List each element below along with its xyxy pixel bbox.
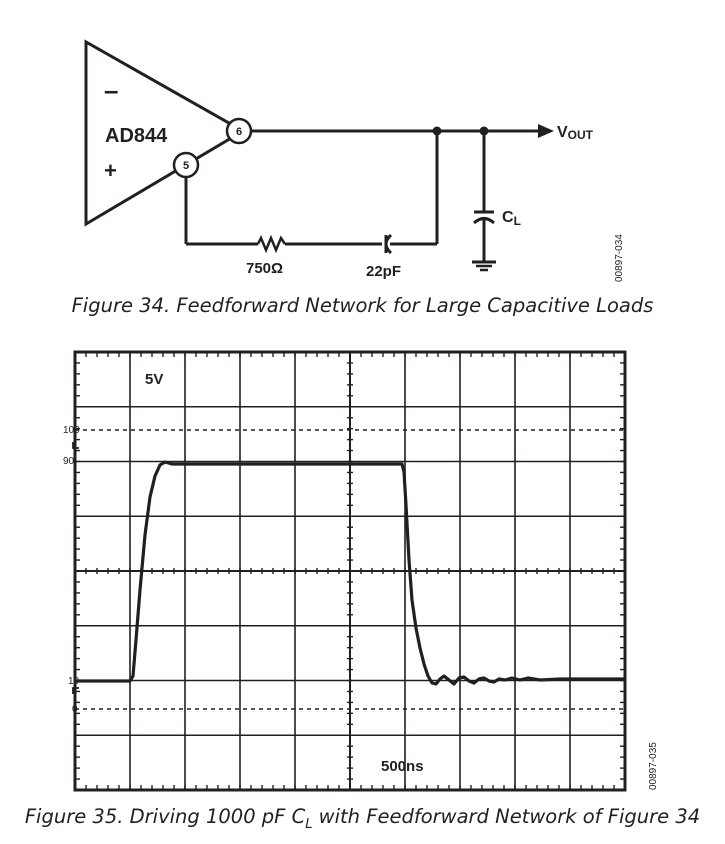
- load-capacitor-label: CL: [502, 209, 521, 228]
- circuit-diagram: [84, 39, 554, 272]
- vout-subscript: OUT: [568, 128, 594, 142]
- load-capacitor-subscript: L: [514, 214, 521, 228]
- scope-grid: [72, 350, 627, 792]
- scope-waveform: [75, 460, 624, 686]
- time-per-div: 500ns: [381, 758, 424, 775]
- figure35-code: 00897-035: [648, 742, 659, 790]
- marker-0-label: 0: [72, 704, 78, 715]
- figure35-caption-part2: with Feedforward Network of Figure 34: [312, 805, 701, 828]
- vout-label: VOUT: [557, 124, 594, 142]
- marker-10-label: 10: [68, 676, 80, 687]
- resistor-label: 750Ω: [246, 260, 283, 277]
- figure34-code: 00897-034: [614, 234, 625, 282]
- pin-6-circle: [225, 117, 253, 145]
- opamp-label: AD844: [105, 125, 168, 147]
- marker-90-label: 90: [63, 456, 75, 467]
- circuit-labels: – AD844 + 6 5 VOUT CL 750Ω 22pF 00897-03…: [104, 75, 625, 282]
- opamp-triangle: [84, 39, 246, 227]
- figure35-caption: Figure 35. Driving 1000 pF CL with Feedf…: [0, 805, 725, 832]
- figure35-caption-subscript: L: [305, 816, 313, 832]
- opamp-minus-sign: –: [104, 75, 118, 105]
- figure34-caption: Figure 34. Feedforward Network for Large…: [71, 294, 654, 317]
- pin-5-circle: [172, 151, 200, 179]
- pin-5-label: 5: [183, 160, 189, 172]
- reference-marker: [72, 442, 79, 449]
- figure35-caption-part1: Figure 35. Driving 1000 pF C: [24, 805, 306, 828]
- capacitor-label: 22pF: [366, 263, 401, 280]
- marker-100-label: 100: [63, 425, 80, 436]
- volts-per-div: 5V: [145, 371, 163, 388]
- reference-marker: [72, 687, 79, 694]
- output-arrow: [538, 124, 554, 138]
- opamp-plus-sign: +: [104, 158, 117, 183]
- pin-6-label: 6: [236, 126, 242, 138]
- scope-markers: 100 90 10 0 5V 500ns 00897-035: [63, 371, 659, 790]
- capacitor-22pf-plate-curved: [384, 233, 393, 255]
- resistor-750-zigzag: [256, 234, 287, 254]
